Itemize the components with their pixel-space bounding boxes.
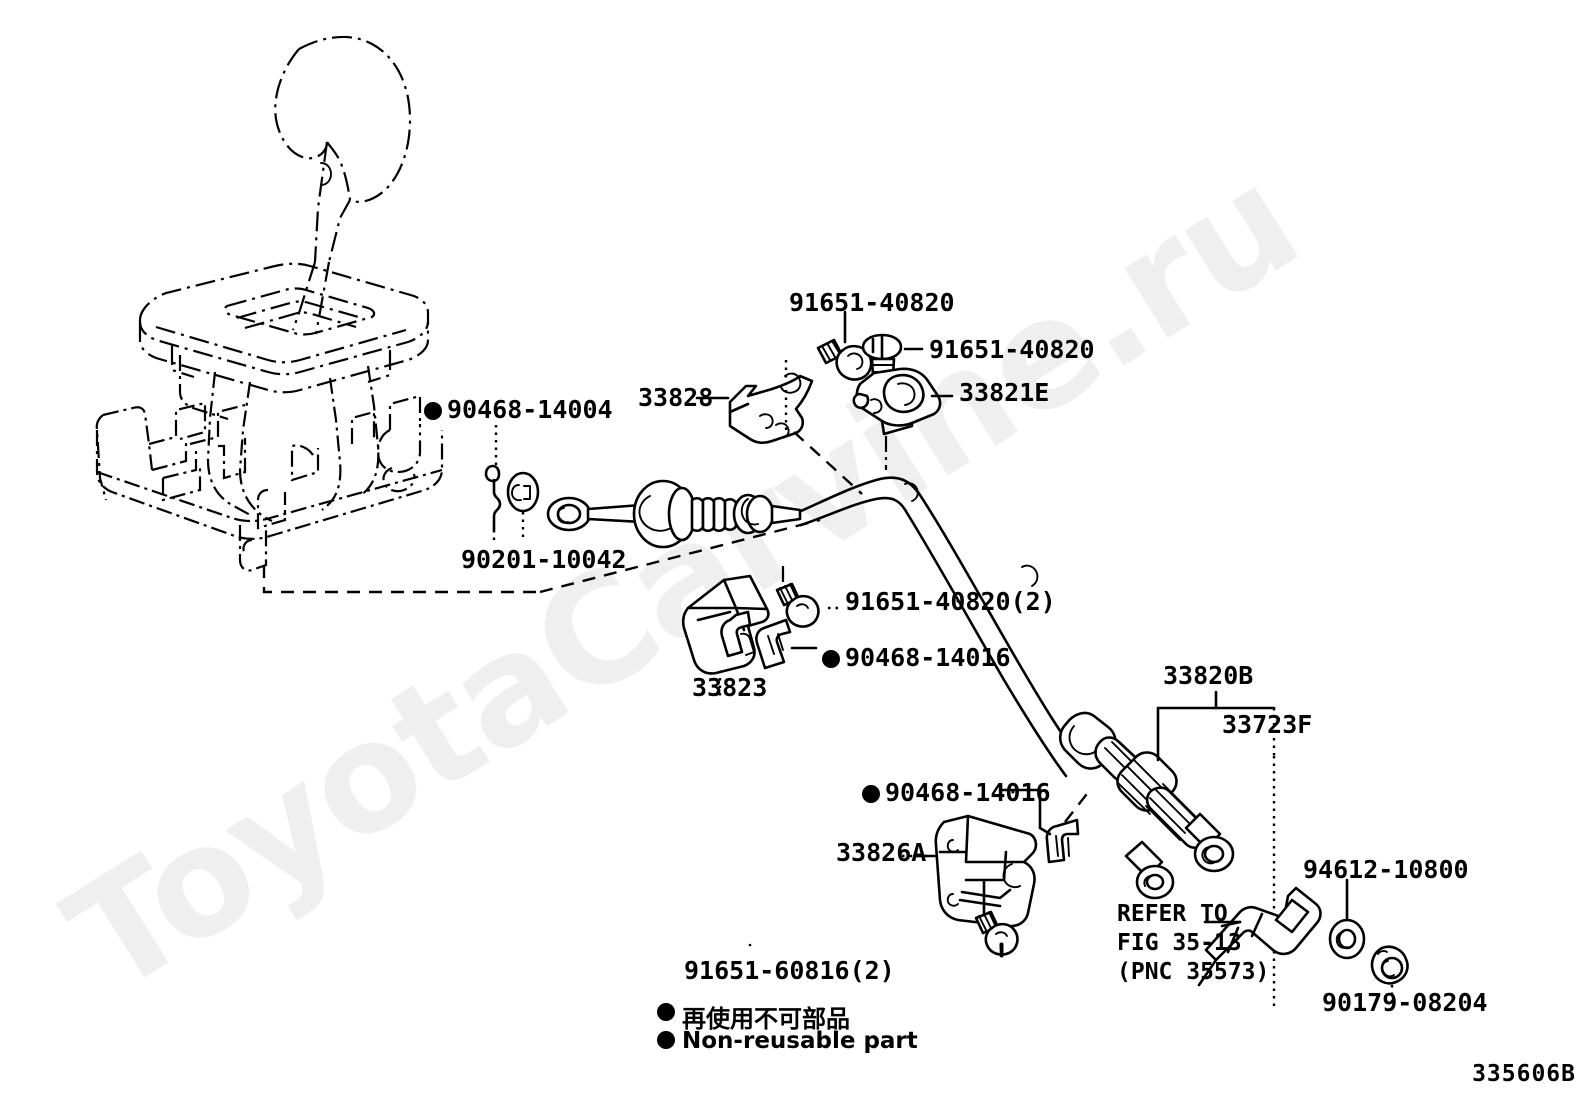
reference-note-line2: FIG 35-13: [1117, 929, 1242, 956]
non-reusable-marker-icon: [862, 785, 880, 803]
cable-end-lever-side: [546, 479, 802, 549]
callout-91651-60816-2: 91651-60816(2): [684, 956, 895, 985]
non-reusable-marker-icon: [822, 650, 840, 668]
legend-bullets: [657, 1003, 675, 1049]
callout-90179-08204: 90179-08204: [1322, 988, 1488, 1017]
legend-english: Non-reusable part: [682, 1028, 918, 1054]
dimension-brace-33820B-33723F: [1156, 690, 1276, 1010]
shift-lever-knob-assembly-phantom: [274, 35, 412, 335]
bolt-91651-40820-left: [816, 310, 873, 381]
shift-lever-housing-bracket-phantom: [95, 355, 444, 572]
callout-91651-40820-upper: 91651-40820: [789, 288, 955, 317]
legend-japanese: 再使用不可部品: [682, 1005, 850, 1033]
reference-note-line1: REFER TO: [1117, 901, 1228, 927]
callout-text: 90468-14016: [845, 643, 1011, 672]
callout-33821E: 33821E: [959, 378, 1050, 407]
reference-note-line3: (PNC 35573): [1117, 958, 1270, 985]
callout-94612-10800: 94612-10800: [1303, 855, 1469, 884]
cable-end-transmission-side: [1058, 711, 1235, 900]
bracket-33828: [695, 372, 814, 445]
bracket-33826A: [902, 814, 1038, 928]
assembly-reference-dashed-outline: [262, 518, 821, 594]
clip-90468-14016-upper: [755, 618, 818, 670]
transmission-shift-lever-35573: [1197, 886, 1322, 987]
callout-90201-10042: 90201-10042: [461, 545, 627, 574]
callout-90468-14016-lower: 90468-14016: [862, 780, 1051, 805]
shift-control-cable-33820B: [799, 476, 1083, 778]
washer-94612-10800: [1328, 878, 1366, 960]
callout-33820B: 33820B: [1163, 661, 1254, 690]
callout-text: 90468-14016: [885, 778, 1051, 807]
bracket-33823: [681, 574, 770, 700]
shift-lever-bezel-phantom: [138, 262, 430, 394]
bracket-33821E: [852, 367, 954, 470]
callout-33723F: 33723F: [1222, 710, 1313, 739]
bolt-91651-60816: [748, 910, 1019, 958]
non-reusable-marker-icon: [424, 402, 442, 420]
bolt-91651-40820-33823: [775, 566, 840, 628]
callout-90468-14016-upper: 90468-14016: [822, 645, 1011, 670]
callout-33826A: 33826A: [836, 838, 927, 867]
reference-dashed-33828: [793, 431, 863, 495]
callout-91651-40820-2: 91651-40820(2): [845, 587, 1056, 616]
callout-90468-14004: 90468-14004: [424, 397, 613, 422]
callout-33823: 33823: [692, 673, 768, 702]
clip-90468-14004: [484, 425, 502, 540]
callout-text: 90468-14004: [447, 395, 613, 424]
callout-33828: 33828: [638, 383, 714, 412]
washer-plate-90201-10042: [506, 471, 540, 540]
callout-91651-40820-right: 91651-40820: [929, 335, 1095, 364]
nut-90179-08204: [1370, 945, 1409, 1012]
clip-90468-14016-lower: [998, 788, 1091, 864]
figure-code: 335606B: [1472, 1061, 1576, 1087]
